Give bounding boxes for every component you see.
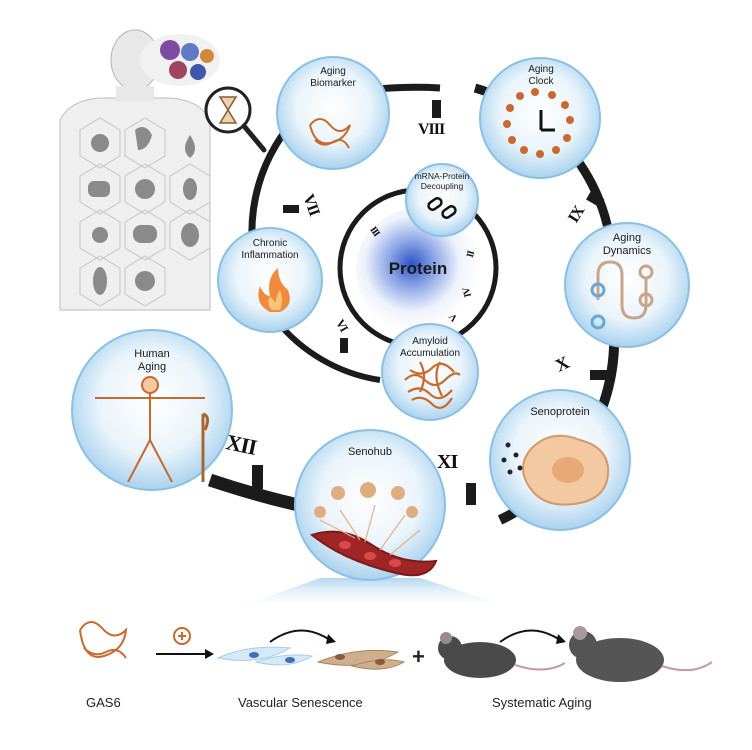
intestine-icon (133, 225, 157, 243)
fat-icon (135, 271, 155, 291)
liver-icon (88, 181, 110, 197)
aging-clock-label: Aging Clock (528, 64, 554, 87)
lungs-icon (91, 134, 109, 152)
senohub-label: Senohub (347, 446, 393, 458)
gas6-label: GAS6 (86, 695, 121, 710)
amyloid-fibril-icon (404, 361, 461, 409)
aging-dynamics-label: Aging Dynamics (602, 232, 652, 257)
human-aging-bubble (71, 329, 233, 491)
flame-icon (258, 268, 290, 312)
human-aging-label: Human Aging (134, 348, 170, 373)
heart2-icon (135, 179, 155, 199)
bubble-icons (95, 88, 654, 577)
human-body-organs-illustration (59, 29, 267, 311)
protein-center-label: Protein (388, 259, 448, 278)
protein-structure-icon (309, 118, 351, 149)
plus-sign: + (412, 644, 425, 669)
tissue-blobs (140, 34, 220, 86)
gas6-protein-icon (79, 621, 128, 659)
drop-icon (185, 135, 195, 158)
mouse-old-icon (569, 626, 713, 682)
heart-icon (135, 126, 152, 150)
systematic-aging-label: Systematic Aging (492, 695, 592, 710)
senoprotein-label: Senoprotein (530, 406, 590, 418)
arrow-aging (499, 629, 561, 643)
stimulate-plus-icon (173, 627, 191, 645)
beam-shape (230, 578, 520, 610)
vascular-cells-icon (216, 629, 406, 670)
amyloid-accumulation-bubble (381, 323, 479, 421)
kidney-icon (183, 178, 197, 200)
numeral-xi: XI (437, 451, 458, 473)
clock-icon (503, 88, 574, 158)
cell-icon (92, 227, 108, 243)
mrna-decoupling-label: mRNA-Protein Decoupling (414, 171, 470, 191)
vitruvian-man-icon (95, 376, 210, 483)
chronic-inflammation-label: Chronic Inflammation (241, 238, 299, 261)
aging-biomarker-label: Aging Biomarker (310, 66, 356, 89)
senescent-cell-icon (501, 434, 610, 506)
aging-biomarker-bubble (276, 56, 390, 170)
vascular-senescence-label: Vascular Senescence (238, 695, 363, 710)
senohub-vessel-icon (309, 482, 438, 577)
amyloid-accumulation-label: Amyloid Accumulation (399, 336, 461, 359)
broken-chain-icon (427, 197, 457, 219)
dynamics-path-icon (590, 260, 654, 330)
mouse-young-icon (438, 632, 566, 678)
bottom-pathway (79, 621, 713, 682)
stomach-icon (181, 223, 199, 247)
magnifier-hourglass-icon (204, 86, 267, 153)
numeral-viii: VIII (418, 121, 445, 138)
muscle-icon (93, 267, 107, 295)
